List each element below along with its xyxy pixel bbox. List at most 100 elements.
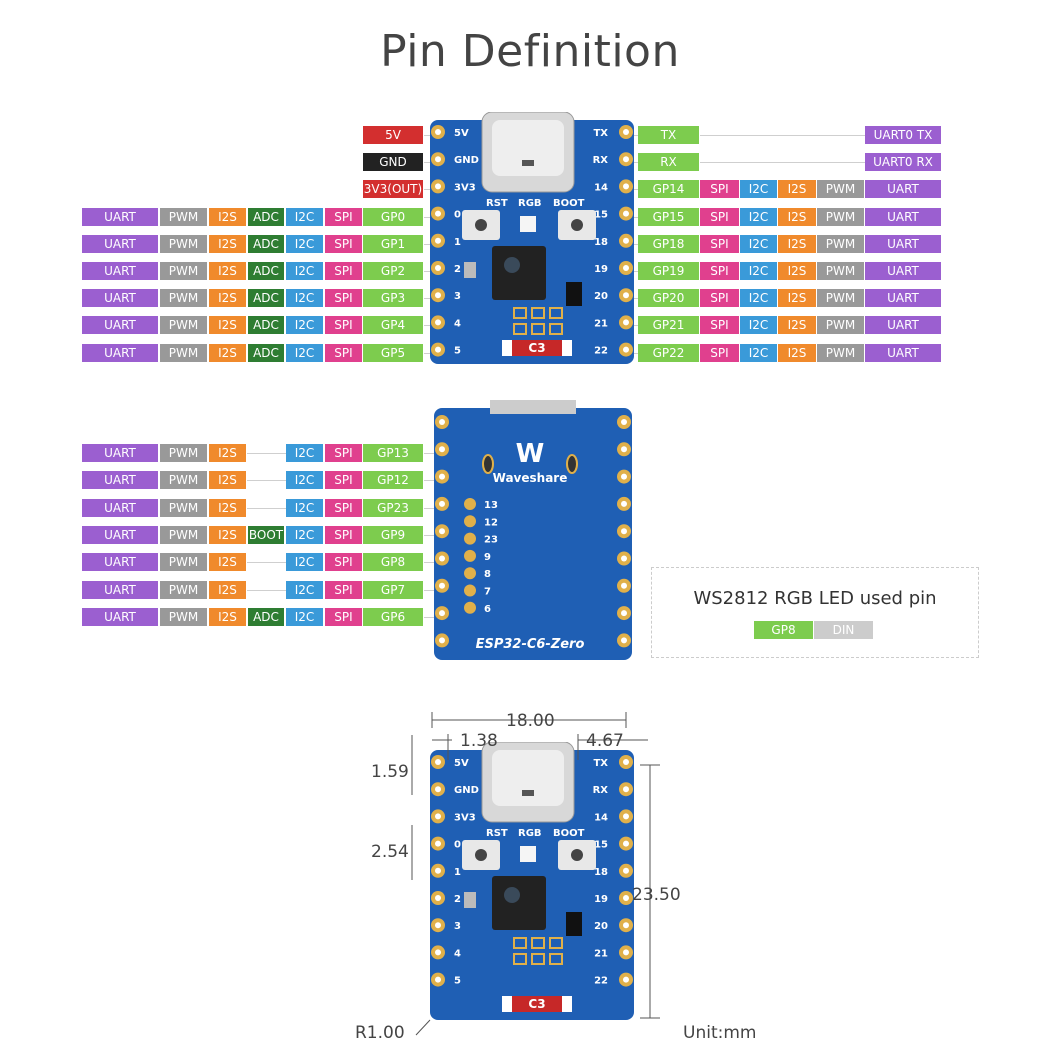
dim-pad-hole: [435, 759, 441, 765]
led-pin-tag: GP8: [754, 621, 813, 639]
back-pad-hole: [439, 582, 445, 589]
func-tag-gp21-spi: SPI: [700, 316, 739, 335]
dim-antenna-end: [562, 996, 572, 1012]
front-pad-hole: [623, 346, 629, 353]
front-pad-hole: [623, 129, 629, 135]
dim-line-radius: [415, 1019, 431, 1036]
dim-pad-hole: [623, 759, 629, 765]
front-smd-pad: [513, 307, 527, 319]
func-tag-b-gp8-i2s: I2S: [209, 553, 246, 572]
gpio-tag-rx: RX: [638, 153, 699, 172]
front-smd-pad: [513, 323, 527, 335]
dim-pin-label-right: TX: [593, 758, 608, 769]
dim-smd-pad: [531, 953, 545, 965]
led-info-box: WS2812 RGB LED used pin GP8 DIN: [651, 567, 979, 658]
func-tag-gp18-i2c: I2C: [740, 234, 777, 253]
dim-esp32-chip: [492, 876, 546, 930]
dim-smd-pad: [549, 937, 563, 949]
back-pad-hole: [621, 500, 627, 507]
dim-pin-label-right: RX: [593, 785, 609, 796]
gpio-tag-gp19: GP19: [638, 262, 699, 280]
gpio-tag-b-gp7: GP7: [363, 580, 423, 599]
dim-height: 23.50: [632, 885, 681, 905]
func-tag-gp5-adc: ADC: [248, 343, 284, 362]
func-tag-gp22-spi: SPI: [700, 343, 739, 362]
func-tag-gp2-pwm: PWM: [160, 262, 207, 280]
func-tag-gp14-uart: UART: [865, 180, 941, 199]
back-pad-hole: [439, 528, 445, 535]
dim-pin-label-left: 2: [454, 894, 461, 905]
dim-edge-offset: 1.59: [371, 762, 409, 782]
back-pad-hole: [621, 473, 627, 480]
front-pin-label-right: 19: [594, 264, 608, 275]
front-smd-pad: [531, 307, 545, 319]
dim-width: 18.00: [506, 711, 555, 731]
func-tag-tx-uart0-tx: UART0 TX: [865, 126, 941, 144]
back-pad-hole: [621, 582, 627, 589]
leader-ext-rx: [700, 162, 865, 164]
back-test-pad-label: 7: [484, 587, 491, 598]
func-tag-gp3-i2c: I2C: [286, 289, 323, 308]
func-tag-b-gp23-spi: SPI: [325, 498, 362, 517]
func-tag-gp4-adc: ADC: [248, 316, 284, 335]
func-tag-gp14-i2c: I2C: [740, 180, 777, 199]
front-pad-hole: [623, 265, 629, 271]
func-tag-b-gp12-uart: UART: [82, 471, 158, 490]
dim-pad-hole: [435, 949, 441, 956]
func-tag-gp19-i2s: I2S: [778, 262, 816, 280]
func-tag-gp3-adc: ADC: [248, 289, 284, 308]
func-tag-gp22-i2c: I2C: [740, 343, 777, 362]
dim-usb-c-inner: [492, 750, 564, 806]
front-smd-pad: [549, 323, 563, 335]
back-model-name: ESP32-C6-Zero: [476, 637, 585, 652]
dim-pad-hole: [435, 922, 441, 929]
gpio-tag-gp21: GP21: [638, 316, 699, 335]
dim-pad-hole: [623, 976, 629, 983]
back-pad-hole: [439, 419, 445, 425]
gpio-tag-b-gp8: GP8: [363, 553, 423, 572]
func-tag-b-gp12-pwm: PWM: [160, 471, 207, 490]
back-logo-mark: W: [516, 439, 545, 469]
back-pad-hole: [439, 555, 445, 562]
dim-usb-c-port: [522, 790, 534, 796]
back-test-pad-label: 9: [484, 552, 491, 563]
front-pin-label-left: 5V: [454, 128, 469, 139]
dim-pitch: 2.54: [371, 842, 409, 862]
front-pad-hole: [435, 183, 441, 190]
func-tag-gp15-pwm: PWM: [817, 207, 864, 226]
func-tag-gp1-uart: UART: [82, 234, 158, 253]
leader-gap-gp23: [247, 507, 286, 509]
func-tag-b-gp8-spi: SPI: [325, 553, 362, 572]
led-signal-tag: DIN: [814, 621, 873, 639]
back-test-pad-13: [464, 498, 476, 510]
back-mount-hole: [482, 454, 494, 474]
back-pad-hole: [621, 555, 627, 562]
func-tag-gp5-i2s: I2S: [209, 343, 246, 362]
func-tag-b-gp6-uart: UART: [82, 607, 158, 626]
func-tag-gp21-i2c: I2C: [740, 316, 777, 335]
back-pad-hole: [621, 610, 627, 617]
back-test-pad-label: 13: [484, 500, 498, 511]
dim-pad-hole: [435, 976, 441, 983]
func-tag-gp5-uart: UART: [82, 343, 158, 362]
gpio-tag-gp5: GP5: [363, 343, 423, 362]
dim-regulator: [566, 912, 582, 936]
front-antenna-label: C3: [528, 341, 545, 355]
led-title: WS2812 RGB LED used pin: [693, 588, 937, 609]
func-tag-gp20-pwm: PWM: [817, 289, 864, 308]
front-boot-button-cap: [571, 219, 583, 231]
func-tag-gp5-pwm: PWM: [160, 343, 207, 362]
func-tag-gp3-i2s: I2S: [209, 289, 246, 308]
back-pad-hole: [621, 446, 627, 453]
dim-pad-hole: [435, 895, 441, 901]
back-test-pad-label: 12: [484, 517, 498, 528]
func-tag-b-gp6-i2c: I2C: [286, 607, 323, 626]
front-pad-hole: [435, 319, 441, 326]
front-pin-label-left: 3V3: [454, 182, 476, 193]
func-tag-gp21-i2s: I2S: [778, 316, 816, 335]
front-pin-label-left: GND: [454, 155, 479, 166]
func-tag-gp2-i2c: I2C: [286, 262, 323, 280]
func-tag-b-gp9-uart: UART: [82, 525, 158, 544]
front-rst-button-cap: [475, 219, 487, 231]
front-pad-hole: [623, 210, 629, 217]
